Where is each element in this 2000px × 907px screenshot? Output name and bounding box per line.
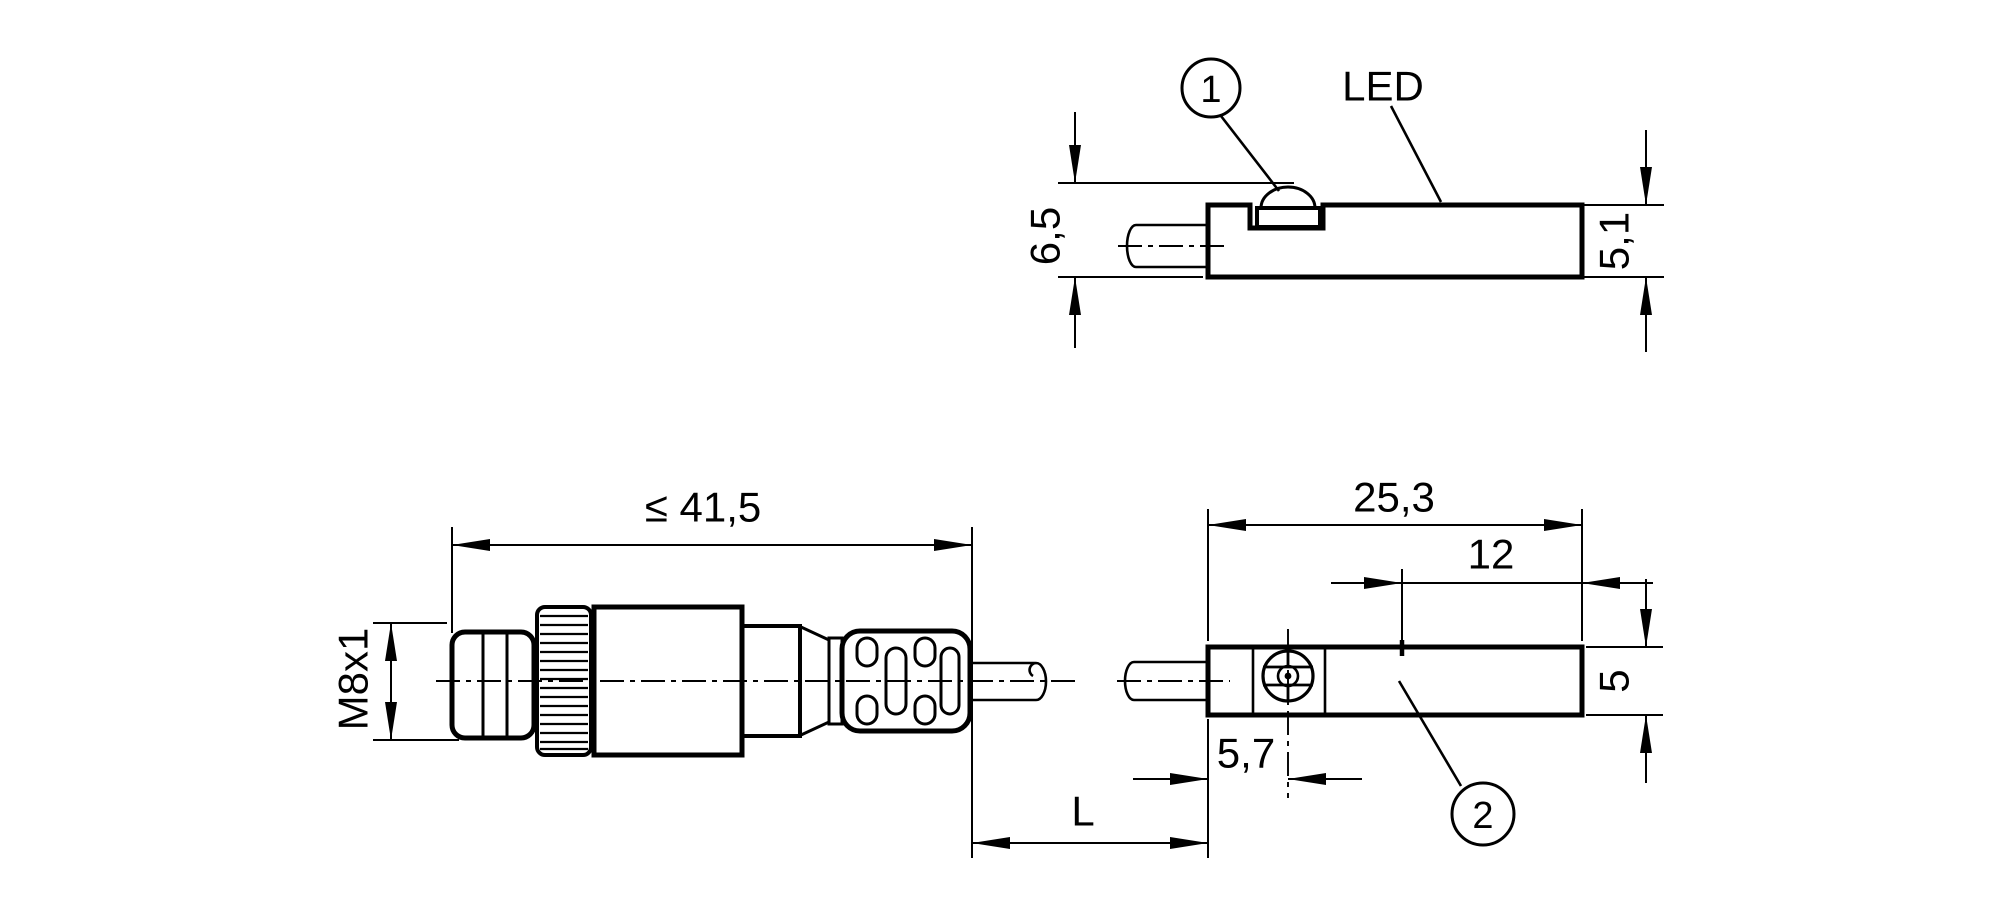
dim-thread: M8x1 bbox=[330, 622, 459, 741]
top-view: 25,3 12 5 5,7 bbox=[1117, 474, 1663, 847]
dim-connector-length: ≤ 41,5 bbox=[451, 484, 973, 858]
side-view: 6,5 5,1 1 LED bbox=[1022, 57, 1664, 352]
pushbutton-dome bbox=[1259, 185, 1317, 209]
dim-cable-length: L bbox=[972, 721, 1209, 858]
dim-led-offset-label: 12 bbox=[1468, 531, 1515, 578]
sensor-body-side bbox=[1205, 202, 1585, 280]
dim-screw-offset: 5,7 bbox=[1133, 719, 1362, 797]
callout-1: 1 bbox=[1180, 57, 1281, 192]
dim-screw-offset-label: 5,7 bbox=[1217, 730, 1275, 777]
dim-body-height: 5,1 bbox=[1584, 130, 1664, 352]
callout-1-leader-line bbox=[1219, 115, 1281, 192]
dim-overall-length: 25,3 bbox=[1207, 474, 1583, 641]
dim-cable-length-label: L bbox=[1071, 788, 1094, 835]
led-label: LED bbox=[1342, 63, 1424, 110]
callout-2-circle bbox=[1450, 781, 1516, 847]
boot-taper bbox=[800, 625, 830, 737]
dim-led-offset: 12 bbox=[1331, 531, 1653, 656]
dim-overall-height: 6,5 bbox=[1022, 112, 1294, 348]
callout-2-leader-line bbox=[1397, 680, 1463, 787]
callout-1-label: 1 bbox=[1200, 69, 1221, 111]
pushbutton-base bbox=[1255, 206, 1322, 229]
led-leader-line bbox=[1389, 105, 1443, 203]
callout-2-label: 2 bbox=[1472, 795, 1493, 837]
knurling-lines bbox=[540, 614, 588, 751]
m8-thread bbox=[449, 629, 537, 741]
connector-view: ≤ 41,5 M8x1 L bbox=[330, 484, 1209, 858]
callout-2: 2 bbox=[1397, 680, 1516, 847]
dim-connector-length-label: ≤ 41,5 bbox=[645, 484, 761, 531]
dim-body-width: 5 bbox=[1586, 579, 1663, 783]
dim-overall-height-label: 6,5 bbox=[1022, 207, 1069, 265]
callout-1-circle bbox=[1180, 57, 1242, 119]
dim-overall-length-label: 25,3 bbox=[1353, 474, 1435, 521]
dim-thread-label: M8x1 bbox=[330, 628, 377, 731]
dim-body-height-label: 5,1 bbox=[1591, 212, 1638, 270]
dim-body-width-label: 5 bbox=[1591, 669, 1638, 692]
cable-connector bbox=[970, 661, 1048, 702]
led-callout: LED bbox=[1342, 63, 1443, 203]
